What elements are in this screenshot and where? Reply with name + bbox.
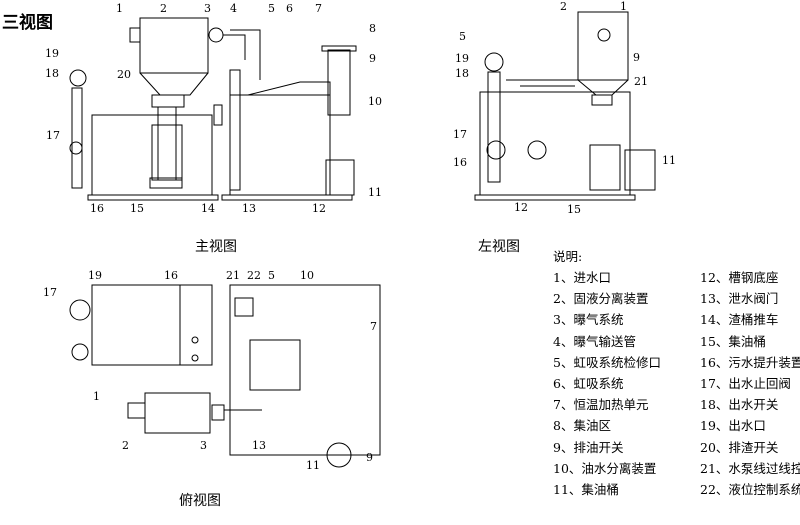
legend-item: 10、油水分离装置: [553, 460, 657, 476]
legend-item: 3、曝气系统: [553, 312, 624, 328]
callout-label: 13: [252, 439, 266, 452]
legend: 说明: 1、进水口 2、固液分离装置 3、曝气系统 4、曝气输送管 5、虹吸系统…: [553, 246, 800, 497]
legend-heading: 说明:: [553, 249, 583, 264]
callout-label: 16: [164, 269, 178, 282]
callout-label: 19: [45, 47, 59, 60]
callout-label: 10: [300, 269, 314, 282]
callout-label: 16: [453, 156, 467, 169]
legend-item: 7、恒温加热单元: [553, 397, 649, 413]
callout-label: 10: [368, 95, 382, 108]
callout-label: 3: [200, 439, 207, 452]
callout-label: 4: [230, 2, 237, 15]
callout-label: 9: [633, 51, 640, 64]
front-view: 1 2 3 4 5 6 7 8 9 10 11 12 13 14 15 16 1…: [45, 2, 382, 215]
callout-label: 6: [286, 2, 293, 15]
callout-label: 5: [459, 30, 466, 43]
callout-label: 7: [370, 320, 377, 333]
callout-label: 5: [268, 269, 275, 282]
callout-label: 11: [306, 459, 320, 472]
callout-label: 2: [160, 2, 167, 15]
legend-item: 5、虹吸系统检修口: [553, 354, 661, 370]
callout-label: 11: [662, 154, 676, 167]
legend-item: 19、出水口: [700, 418, 766, 434]
callout-label: 1: [116, 2, 123, 15]
callout-label: 21: [226, 269, 240, 282]
legend-item: 4、曝气输送管: [553, 333, 636, 349]
front-view-caption: 主视图: [195, 239, 237, 255]
legend-column-left: 1、进水口 2、固液分离装置 3、曝气系统 4、曝气输送管 5、虹吸系统检修口 …: [553, 267, 661, 500]
callout-label: 18: [45, 67, 59, 80]
legend-item: 9、排油开关: [553, 439, 624, 455]
callout-label: 19: [455, 52, 469, 65]
callout-label: 15: [567, 203, 581, 216]
callout-label: 1: [93, 390, 100, 403]
callout-label: 22: [247, 269, 261, 282]
callout-label: 16: [90, 202, 104, 215]
legend-item: 20、排渣开关: [700, 439, 779, 455]
left-view: 1 2 5 19 18 9 21 17 16 11 12 15: [453, 0, 676, 216]
callout-label: 18: [455, 67, 469, 80]
callout-label: 17: [46, 129, 60, 142]
callout-label: 1: [620, 0, 627, 13]
callout-label: 5: [268, 2, 275, 15]
callout-label: 17: [43, 286, 57, 299]
legend-item: 6、虹吸系统: [553, 376, 624, 392]
legend-column-right: 12、槽钢底座 13、泄水阀门 14、渣桶推车 15、集油桶 16、污水提升装置…: [700, 267, 800, 500]
callout-label: 13: [242, 202, 256, 215]
legend-item: 13、泄水阀门: [700, 291, 779, 307]
callout-label: 2: [122, 439, 129, 452]
callout-label: 2: [560, 0, 567, 13]
callout-label: 9: [366, 451, 373, 464]
callout-label: 15: [130, 202, 144, 215]
callout-label: 21: [634, 75, 648, 88]
callout-label: 12: [514, 201, 528, 214]
page-title: 三视图: [2, 13, 53, 33]
legend-item: 18、出水开关: [700, 397, 779, 413]
top-view-caption: 俯视图: [179, 493, 221, 509]
legend-item: 15、集油桶: [700, 333, 766, 349]
callout-label: 20: [117, 68, 131, 81]
top-view: 19 16 21 22 5 10 17 7 1 2 3 13 11 9: [43, 269, 381, 472]
callout-label: 19: [88, 269, 102, 282]
legend-item: 17、出水止回阀: [700, 376, 791, 392]
callout-label: 12: [312, 202, 326, 215]
legend-item: 21、水泵线过线控: [700, 460, 800, 476]
legend-item: 14、渣桶推车: [700, 312, 779, 328]
callout-label: 14: [201, 202, 215, 215]
callout-label: 7: [315, 2, 322, 15]
callout-label: 8: [369, 22, 376, 35]
left-view-caption: 左视图: [478, 239, 520, 255]
callout-label: 11: [368, 186, 382, 199]
legend-item: 1、进水口: [553, 270, 611, 285]
legend-item: 11、集油桶: [553, 482, 619, 498]
legend-item: 16、污水提升装置: [700, 354, 800, 370]
legend-item: 8、集油区: [553, 418, 611, 434]
callout-label: 3: [204, 2, 211, 15]
callout-label: 17: [453, 128, 467, 141]
legend-item: 2、固液分离装置: [553, 291, 649, 307]
callout-label: 9: [369, 52, 376, 65]
legend-item: 12、槽钢底座: [700, 270, 779, 285]
legend-item: 22、液位控制系统: [700, 482, 800, 498]
